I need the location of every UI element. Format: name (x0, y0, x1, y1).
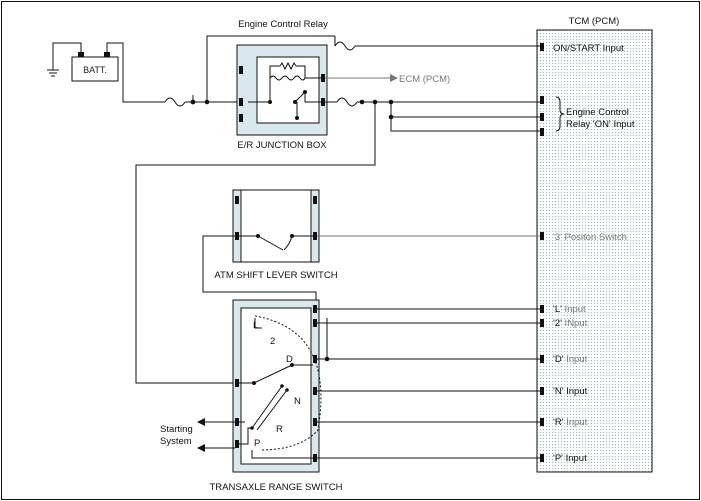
tcm-input-relay-on-2: Relay 'ON' Input (566, 119, 635, 130)
range-pos-r: R (276, 424, 283, 435)
tcm-input-relay-on-1: Engine Control (566, 107, 629, 118)
range-pos-n: N (294, 396, 301, 407)
tcm-input-r: 'R' Input (553, 417, 588, 428)
ecm-label: ECM (PCM) (399, 74, 450, 85)
tcm-input-3-position: '3' Positon Switch (553, 232, 627, 243)
starting-system-line2: System (160, 436, 192, 447)
tcm-input-l: 'L' Input (553, 304, 586, 315)
tcm-input-2: '2' INput (553, 318, 588, 329)
shift-lever-switch: ATM SHIFT LEVER SWITCH (214, 189, 338, 281)
range-pos-d: D (286, 354, 293, 365)
junction-box: E/R JUNCTION BOX (236, 44, 330, 151)
range-pos-2: 2 (270, 336, 275, 347)
junction-box-label: E/R JUNCTION BOX (237, 140, 327, 151)
tcm-input-n: 'N' Input (553, 386, 588, 397)
tcm-block: TCM (PCM) ON/START Input Engine Control … (536, 16, 653, 473)
battery-label: BATT. (83, 65, 107, 75)
tcm-input-p: 'P' Input (553, 453, 587, 464)
starting-system: Starting System (160, 418, 235, 452)
range-pos-p: P (254, 438, 260, 449)
starting-system-line1: Starting (160, 424, 193, 435)
range-pos-l: L (253, 320, 258, 331)
relay-title: Engine Control Relay (238, 19, 328, 30)
shift-lever-label: ATM SHIFT LEVER SWITCH (214, 270, 337, 281)
battery: BATT. (47, 42, 165, 103)
range-switch-label: TRANSAXLE RANGE SWITCH (209, 482, 342, 493)
tcm-input-on-start: ON/START Input (553, 43, 624, 54)
tcm-input-d: 'D' Input (553, 354, 588, 365)
range-switch: TRANSAXLE RANGE SWITCH L 2 D N R P (209, 299, 343, 493)
tcm-title: TCM (PCM) (569, 16, 620, 27)
